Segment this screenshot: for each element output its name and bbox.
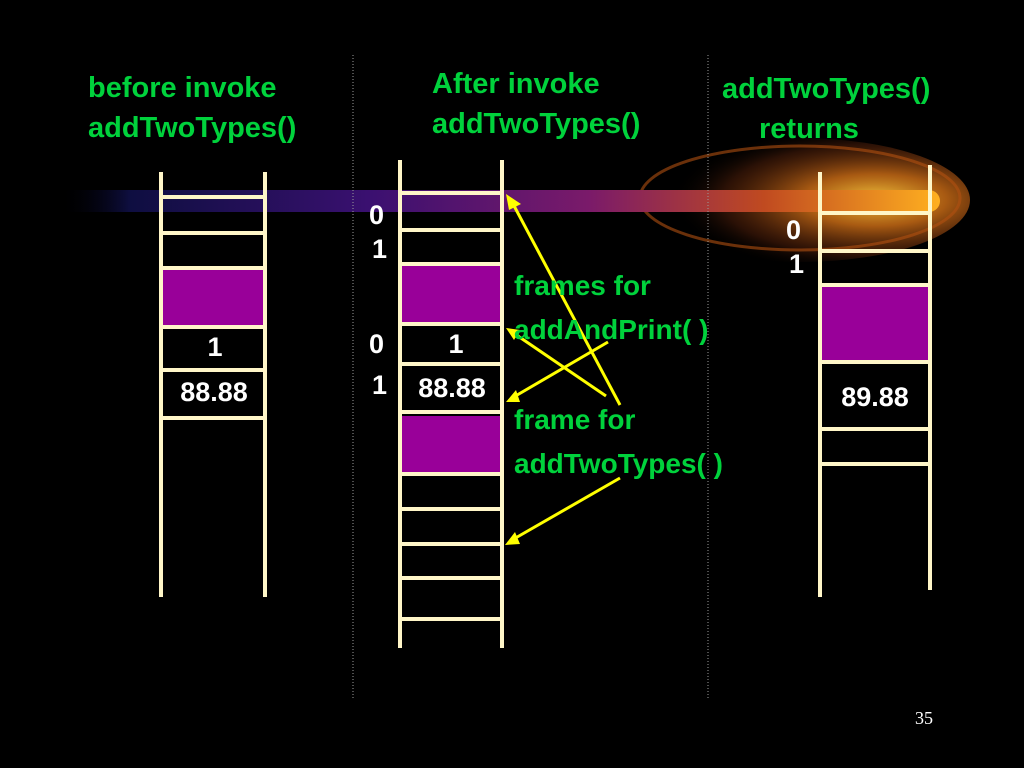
stack-after-index-1: 1 [372, 234, 388, 264]
page-number: 35 [915, 708, 933, 728]
stack-returns-index-0: 0 [786, 215, 802, 245]
callout-frames-addandprint: frames for addAndPrint( ) [514, 264, 708, 352]
heading-line: returns [759, 113, 859, 145]
arrows [505, 194, 622, 545]
heading-line: After invoke [432, 68, 600, 100]
arrow-frames-top [510, 201, 622, 406]
arrowhead [505, 532, 520, 545]
callout-line: addTwoTypes( ) [514, 448, 723, 479]
callout-line: frame for [514, 404, 636, 435]
stack-after-double-value: 88.88 [418, 373, 486, 403]
heading-line: addTwoTypes() [432, 108, 641, 140]
stack-after-int-value: 1 [448, 329, 464, 359]
stack-after [398, 160, 504, 648]
arrow-frames-mid [511, 340, 609, 400]
heading-line: before invoke [88, 72, 277, 104]
stack-before [159, 172, 267, 597]
stack-before-int-value: 1 [207, 332, 223, 362]
arrow-frame-bottom [511, 476, 621, 542]
arrowhead [506, 390, 520, 402]
arrowhead [506, 194, 521, 210]
frame-block [402, 416, 500, 472]
stack-returns-double-value: 89.88 [841, 382, 909, 412]
stack-after-index-1-local: 1 [372, 370, 388, 400]
frame-block [822, 286, 928, 360]
heading-line: addTwoTypes() [722, 73, 931, 105]
callout-line: addAndPrint( ) [514, 314, 709, 345]
heading-line: addTwoTypes() [88, 112, 297, 144]
heading-after-invoke: After invoke addTwoTypes() [432, 64, 640, 144]
arrowhead [506, 328, 520, 340]
stack-before-double-value: 88.88 [180, 377, 248, 407]
arrow-frame-mid [511, 330, 607, 398]
frame-block [163, 269, 263, 325]
stack-after-index-0-local: 0 [369, 329, 385, 359]
callout-line: frames for [514, 270, 651, 301]
heading-before-invoke: before invoke addTwoTypes() [88, 68, 296, 148]
stack-after-index-0: 0 [369, 200, 385, 230]
frame-block [402, 266, 500, 322]
stack-returns-index-1: 1 [789, 249, 805, 279]
heading-returns: addTwoTypes() returns [722, 69, 972, 149]
stack-returns [818, 165, 932, 597]
callout-frame-addtwotypes: frame for addTwoTypes( ) [514, 398, 723, 486]
